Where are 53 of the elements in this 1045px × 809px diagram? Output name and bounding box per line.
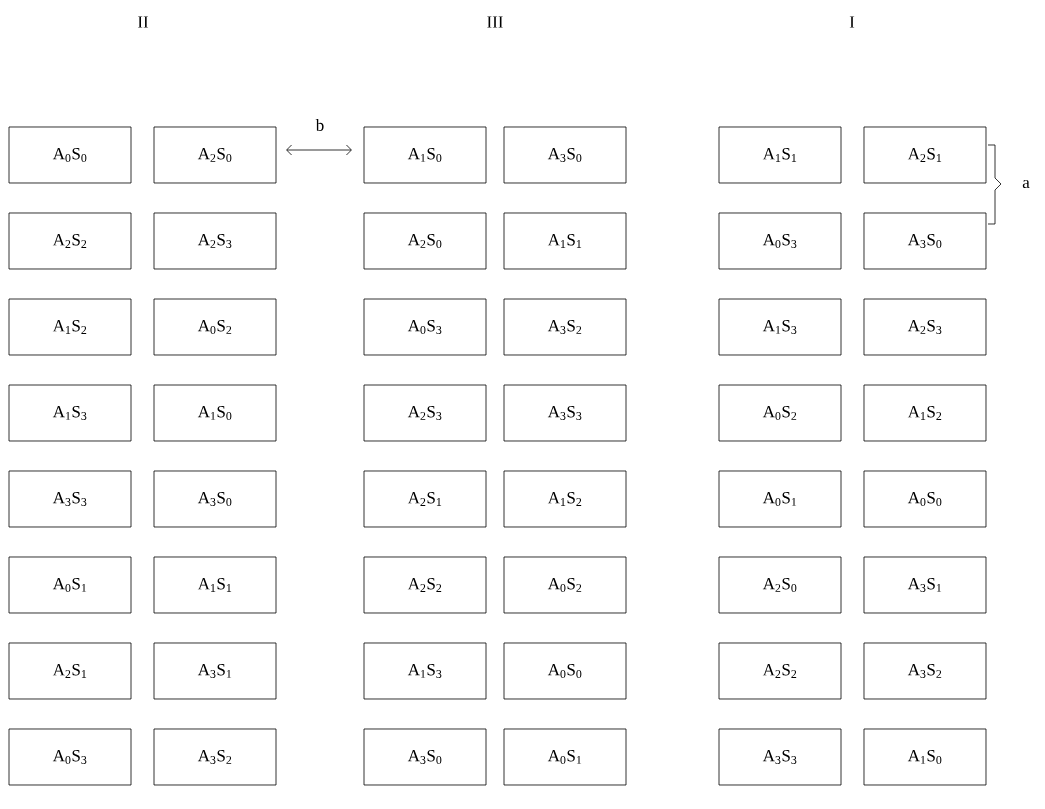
label-box: A$_{0}$S$_{1}$ <box>718 470 842 528</box>
label-box: A$_{2}$S$_{2}$ <box>8 212 132 270</box>
label-box: A$_{3}$S$_{1}$ <box>153 642 277 700</box>
label-box: A$_{0}$S$_{0}$ <box>503 642 627 700</box>
label-box: A$_{3}$S$_{0}$ <box>863 212 987 270</box>
column-heading: I <box>849 16 855 28</box>
label-box: A$_{3}$S$_{0}$ <box>363 728 487 786</box>
label-box: A$_{1}$S$_{0}$ <box>153 384 277 442</box>
label-box: A$_{2}$S$_{3}$ <box>863 298 987 356</box>
label-box: A$_{2}$S$_{1}$ <box>863 126 987 184</box>
label-box: A$_{2}$S$_{2}$ <box>363 556 487 614</box>
label-box: A$_{3}$S$_{0}$ <box>153 470 277 528</box>
label-box: A$_{0}$S$_{1}$ <box>503 728 627 786</box>
column-heading: II <box>137 16 149 28</box>
label-box: A$_{2}$S$_{0}$ <box>718 556 842 614</box>
label-box: A$_{0}$S$_{3}$ <box>718 212 842 270</box>
label-box: A$_{3}$S$_{3}$ <box>8 470 132 528</box>
label-box: A$_{1}$S$_{1}$ <box>503 212 627 270</box>
label-box: A$_{1}$S$_{1}$ <box>153 556 277 614</box>
label-box: A$_{3}$S$_{0}$ <box>503 126 627 184</box>
label-box: A$_{1}$S$_{3}$ <box>718 298 842 356</box>
label-box: A$_{3}$S$_{3}$ <box>718 728 842 786</box>
dimension-label: b <box>315 119 324 131</box>
label-box: A$_{3}$S$_{2}$ <box>503 298 627 356</box>
label-box: A$_{2}$S$_{0}$ <box>153 126 277 184</box>
label-box: A$_{2}$S$_{0}$ <box>363 212 487 270</box>
label-box: A$_{3}$S$_{2}$ <box>153 728 277 786</box>
label-box: A$_{1}$S$_{0}$ <box>363 126 487 184</box>
label-box: A$_{0}$S$_{2}$ <box>718 384 842 442</box>
label-box: A$_{1}$S$_{2}$ <box>8 298 132 356</box>
label-box: A$_{2}$S$_{3}$ <box>363 384 487 442</box>
label-box: A$_{0}$S$_{0}$ <box>8 126 132 184</box>
label-box: A$_{0}$S$_{3}$ <box>8 728 132 786</box>
label-box: A$_{3}$S$_{3}$ <box>503 384 627 442</box>
label-box: A$_{1}$S$_{1}$ <box>718 126 842 184</box>
label-box: A$_{2}$S$_{1}$ <box>363 470 487 528</box>
label-box: A$_{2}$S$_{3}$ <box>153 212 277 270</box>
label-box: A$_{3}$S$_{2}$ <box>863 642 987 700</box>
label-box: A$_{0}$S$_{3}$ <box>363 298 487 356</box>
label-box: A$_{1}$S$_{2}$ <box>503 470 627 528</box>
label-box: A$_{3}$S$_{1}$ <box>863 556 987 614</box>
label-box: A$_{1}$S$_{0}$ <box>863 728 987 786</box>
label-box: A$_{0}$S$_{1}$ <box>8 556 132 614</box>
label-box: A$_{2}$S$_{1}$ <box>8 642 132 700</box>
label-box: A$_{0}$S$_{2}$ <box>503 556 627 614</box>
label-box: A$_{2}$S$_{2}$ <box>718 642 842 700</box>
dimension-label: a <box>1022 179 1030 189</box>
label-box: A$_{1}$S$_{3}$ <box>8 384 132 442</box>
label-box: A$_{0}$S$_{2}$ <box>153 298 277 356</box>
label-box: A$_{1}$S$_{3}$ <box>363 642 487 700</box>
label-box: A$_{1}$S$_{2}$ <box>863 384 987 442</box>
column-heading: III <box>487 16 503 28</box>
label-box: A$_{0}$S$_{0}$ <box>863 470 987 528</box>
